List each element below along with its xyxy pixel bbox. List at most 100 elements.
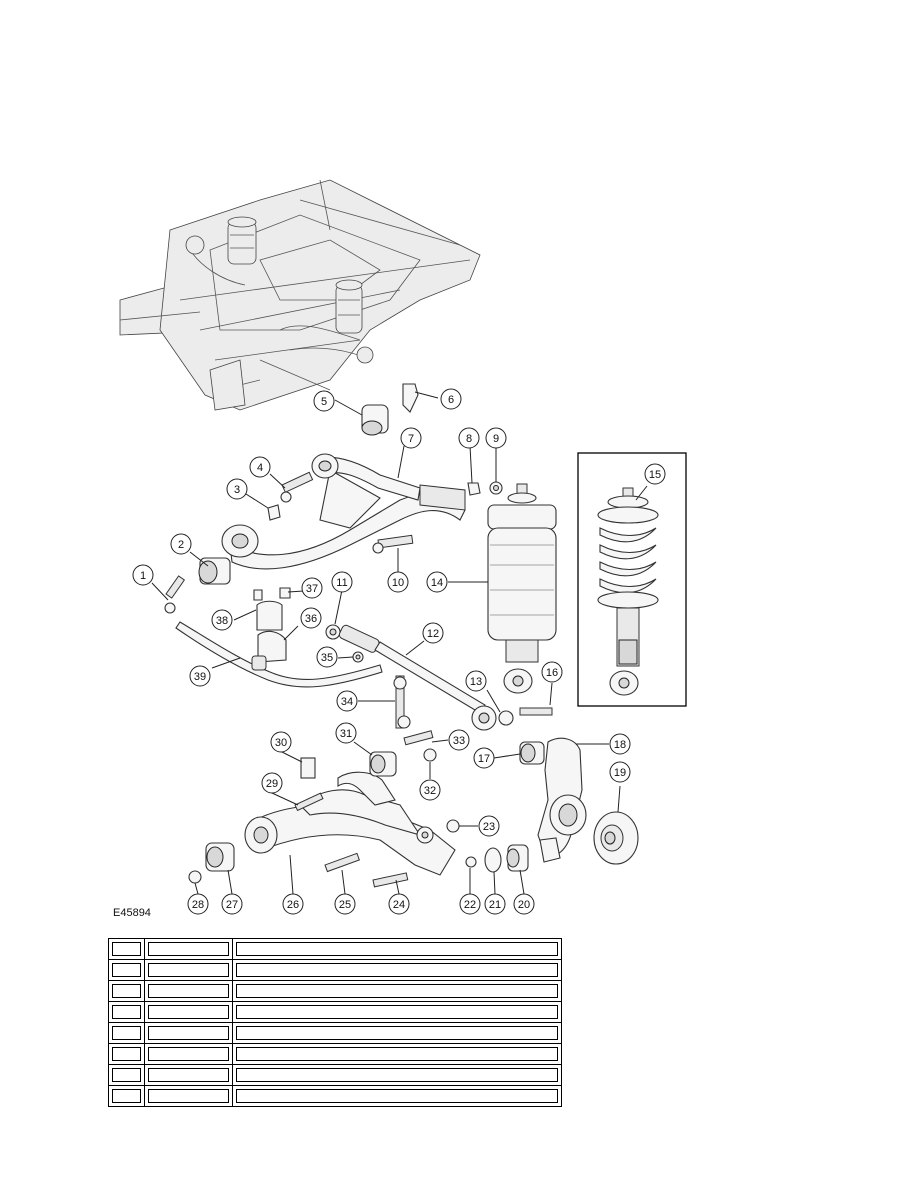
callout-19: 19 [609, 761, 631, 783]
callout-label: 10 [392, 577, 404, 589]
callout-label: 37 [306, 583, 318, 595]
table-row [108, 980, 562, 1002]
callout-label: 21 [489, 899, 501, 911]
callout-label: 9 [493, 433, 499, 445]
callout-2: 2 [170, 533, 192, 555]
callout-label: 14 [431, 577, 443, 589]
lateral-link [338, 624, 553, 731]
table-cell [148, 1068, 229, 1082]
callout-label: 31 [340, 728, 352, 740]
table-row [108, 1085, 562, 1107]
callout-label: 17 [478, 753, 490, 765]
spring-strut-inset-frame [577, 452, 687, 707]
callout-4: 4 [249, 456, 271, 478]
table-cell [148, 942, 229, 956]
callout-label: 3 [234, 484, 240, 496]
table-row [108, 1043, 562, 1065]
callout-label: 7 [408, 433, 414, 445]
table-cell [148, 1047, 229, 1061]
table-cell [236, 942, 558, 956]
coil-spring-strut [597, 487, 659, 696]
callout-label: 27 [226, 899, 238, 911]
table-cell [112, 963, 141, 977]
callout-label: 29 [266, 778, 278, 790]
callout-label: 20 [518, 899, 530, 911]
callout-11: 11 [331, 571, 353, 593]
callout-37: 37 [301, 577, 323, 599]
figure-code: E45894 [113, 907, 151, 919]
stabilizer-bar [175, 621, 383, 688]
exploded-suspension-diagram: 1 2 3 4 5 6 7 8 9 10 11 12 13 14 15 16 1… [113, 179, 687, 919]
air-spring [487, 483, 557, 694]
table-cell [148, 1026, 229, 1040]
callout-label: 36 [305, 613, 317, 625]
callout-label: 1 [140, 570, 146, 582]
callout-label: 12 [427, 628, 439, 640]
callout-25: 25 [334, 893, 356, 915]
callout-7: 7 [400, 427, 422, 449]
callout-8: 8 [458, 427, 480, 449]
callout-26: 26 [282, 893, 304, 915]
callout-28: 28 [187, 893, 209, 915]
callout-label: 6 [448, 394, 454, 406]
callout-6: 6 [440, 388, 462, 410]
callout-label: 23 [483, 821, 495, 833]
callout-label: 34 [341, 696, 353, 708]
table-cell [148, 1089, 229, 1103]
callout-label: 8 [466, 433, 472, 445]
table-cell [236, 1005, 558, 1019]
callout-27: 27 [221, 893, 243, 915]
callout-5: 5 [313, 390, 335, 412]
knuckle-and-hub [484, 737, 639, 873]
callout-label: 24 [393, 899, 405, 911]
leader-lines [151, 391, 648, 895]
callout-10: 10 [387, 571, 409, 593]
callout-39: 39 [189, 665, 211, 687]
callout-15: 15 [644, 463, 666, 485]
callout-label: 18 [614, 739, 626, 751]
table-row [108, 1022, 562, 1044]
callout-35: 35 [316, 646, 338, 668]
callout-label: 39 [194, 671, 206, 683]
callout-label: 15 [649, 469, 661, 481]
vehicle-overview-illustration [119, 179, 481, 411]
bushes-and-fasteners [164, 383, 503, 663]
callout-label: 35 [321, 652, 333, 664]
callout-label: 11 [336, 577, 347, 589]
callout-32: 32 [419, 779, 441, 801]
callout-12: 12 [422, 622, 444, 644]
callout-38: 38 [211, 609, 233, 631]
callout-23: 23 [478, 815, 500, 837]
callout-label: 4 [257, 462, 263, 474]
table-cell [112, 942, 141, 956]
callout-16: 16 [541, 661, 563, 683]
table-row [108, 959, 562, 981]
callout-label: 38 [216, 615, 228, 627]
callout-13: 13 [465, 670, 487, 692]
callout-29: 29 [261, 772, 283, 794]
table-cell [236, 984, 558, 998]
callout-14: 14 [426, 571, 448, 593]
parts-table [108, 938, 562, 1107]
callout-21: 21 [484, 893, 506, 915]
callout-17: 17 [473, 747, 495, 769]
upper-control-arm [221, 453, 466, 570]
callout-3: 3 [226, 478, 248, 500]
lower-control-arm [188, 730, 477, 888]
callout-18: 18 [609, 733, 631, 755]
table-cell [112, 1047, 141, 1061]
table-row [108, 1001, 562, 1023]
table-cell [112, 984, 141, 998]
callout-24: 24 [388, 893, 410, 915]
callout-9: 9 [485, 427, 507, 449]
callout-36: 36 [300, 607, 322, 629]
callout-31: 31 [335, 722, 357, 744]
table-cell [236, 1089, 558, 1103]
callout-label: 13 [470, 676, 482, 688]
table-cell [112, 1026, 141, 1040]
table-cell [148, 1005, 229, 1019]
table-cell [236, 1068, 558, 1082]
table-cell [148, 963, 229, 977]
table-row [108, 1064, 562, 1086]
callout-label: 2 [178, 539, 184, 551]
